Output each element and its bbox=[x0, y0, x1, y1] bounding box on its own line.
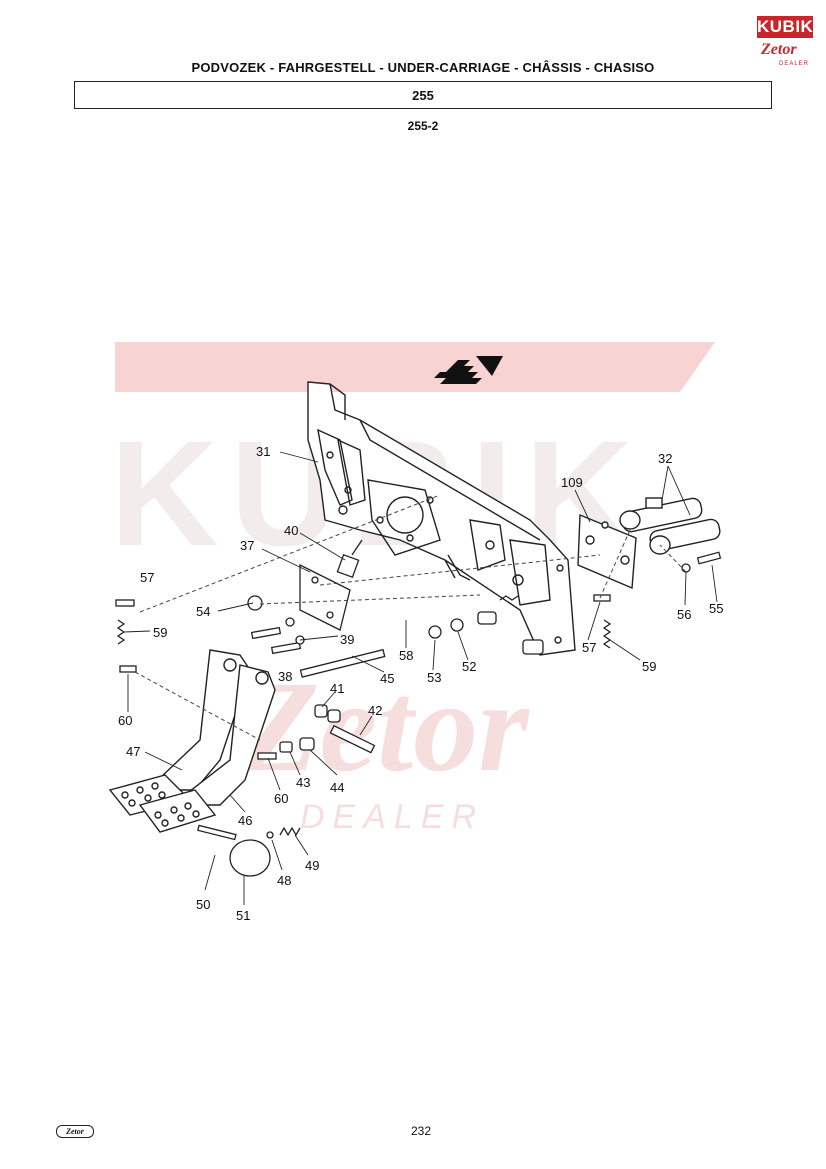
callout-59-right: 59 bbox=[642, 659, 656, 674]
hardware-parts bbox=[115, 551, 722, 877]
callout-57-left: 57 bbox=[140, 570, 154, 585]
callout-42: 42 bbox=[368, 703, 382, 718]
callout-60-left: 60 bbox=[118, 713, 132, 728]
callout-47: 47 bbox=[126, 744, 140, 759]
callout-32: 32 bbox=[658, 451, 672, 466]
watermark-dealer: DEALER bbox=[300, 798, 484, 836]
group-number: 255 bbox=[412, 88, 434, 103]
brake-pedals bbox=[108, 649, 276, 833]
callout-45: 45 bbox=[380, 671, 394, 686]
leader-lines bbox=[123, 451, 718, 905]
callout-53: 53 bbox=[427, 670, 441, 685]
watermark-zetor: Zetor bbox=[239, 655, 530, 799]
page-title: PODVOZEK - FAHRGESTELL - UNDER-CARRIAGE … bbox=[191, 60, 655, 75]
callout-44: 44 bbox=[330, 780, 344, 795]
page-number: 232 bbox=[410, 1124, 432, 1138]
callout-40: 40 bbox=[284, 523, 298, 538]
callout-57-right: 57 bbox=[582, 640, 596, 655]
callout-31: 31 bbox=[256, 444, 270, 459]
callout-43: 43 bbox=[296, 775, 310, 790]
logo-kubik-text: KUBIK bbox=[757, 16, 814, 38]
master-cylinders bbox=[577, 497, 721, 590]
callout-41: 41 bbox=[330, 681, 344, 696]
callout-109: 109 bbox=[561, 475, 583, 490]
callout-60-right: 60 bbox=[274, 791, 288, 806]
callout-55: 55 bbox=[709, 601, 723, 616]
callout-labels: 31 32 109 40 37 57 54 39 59 38 58 53 52 … bbox=[118, 444, 723, 923]
subgroup-number: 255-2 bbox=[407, 119, 439, 133]
callout-58: 58 bbox=[399, 648, 413, 663]
logo-dealer-text: DEALER bbox=[779, 61, 810, 67]
switch-and-plate bbox=[299, 539, 363, 631]
direction-arrow-icon bbox=[434, 356, 503, 384]
callout-39: 39 bbox=[340, 632, 354, 647]
logo-zetor-text: Zetor bbox=[761, 41, 797, 58]
callout-52: 52 bbox=[462, 659, 476, 674]
callout-46: 46 bbox=[238, 813, 252, 828]
callout-54: 54 bbox=[196, 604, 210, 619]
footer-zetor-logo: Zetor bbox=[56, 1125, 94, 1138]
callout-51: 51 bbox=[236, 908, 250, 923]
kubik-zetor-logo: KUBIK Zetor DEALER bbox=[757, 14, 813, 72]
callout-56: 56 bbox=[677, 607, 691, 622]
callout-49: 49 bbox=[305, 858, 319, 873]
callout-59-left: 59 bbox=[153, 625, 167, 640]
group-number-box: 255 bbox=[74, 81, 772, 109]
callout-38: 38 bbox=[278, 669, 292, 684]
callout-37: 37 bbox=[240, 538, 254, 553]
callout-48: 48 bbox=[277, 873, 291, 888]
assembly-lines bbox=[134, 494, 687, 741]
callout-50: 50 bbox=[196, 897, 210, 912]
